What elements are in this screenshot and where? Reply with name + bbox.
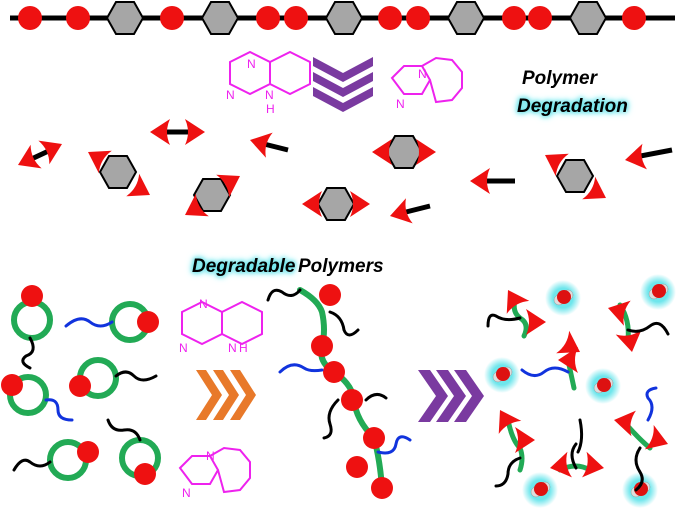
- dbu-bottom-n: N: [206, 449, 215, 463]
- tbd-bottom-n: N: [199, 297, 208, 311]
- tbd-bottom-nh: N: [228, 341, 237, 355]
- dbu-top-n2: N: [396, 97, 405, 111]
- degraded-products: [483, 273, 677, 509]
- orange-chevron-right: [196, 370, 256, 420]
- polymer-chain: [10, 1, 675, 35]
- cyclic-monomers: [1, 285, 161, 485]
- dbu-bottom-n2: N: [182, 486, 191, 500]
- branched-polymer: [266, 284, 412, 499]
- purple-chevron-right: [418, 370, 484, 422]
- degradation-label: Degradation: [517, 96, 628, 117]
- tbd-catalyst-bottom: [181, 300, 263, 346]
- tbd-top-n2: N: [226, 88, 235, 102]
- tbd-top-nh: N: [265, 88, 274, 102]
- degradation-fragments: [12, 119, 673, 229]
- tbd-bottom-h: H: [239, 341, 248, 355]
- dbu-catalyst-bottom: [178, 446, 251, 494]
- tbd-bottom-n2: N: [179, 341, 188, 355]
- dbu-catalyst-top: [390, 56, 463, 104]
- degradable-label: Degradable: [192, 256, 296, 277]
- dbu-top-n: N: [418, 67, 427, 81]
- tbd-catalyst-top: [229, 50, 311, 96]
- tbd-top-n: N: [247, 57, 256, 71]
- purple-chevron-down: [313, 57, 373, 112]
- polymers-label: Polymers: [298, 256, 384, 277]
- atom-labels: N N N H N N N N N H N N: [179, 57, 427, 500]
- tbd-top-h: H: [266, 102, 275, 116]
- polymer-label: Polymer: [522, 68, 597, 89]
